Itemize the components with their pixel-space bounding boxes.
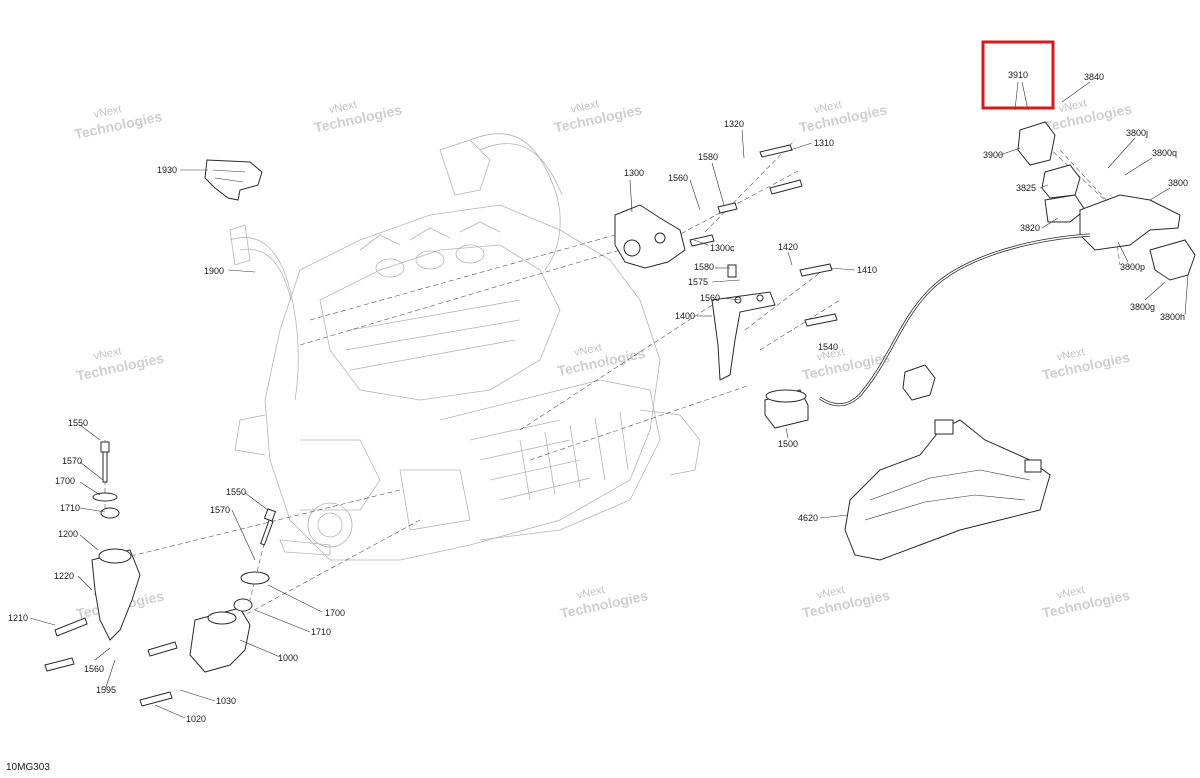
part-1700-washer-left[interactable] — [92, 492, 118, 502]
label-1560-upper[interactable]: 1560 — [668, 173, 688, 183]
watermark-text: Technologies — [1041, 587, 1132, 621]
label-1900[interactable]: 1900 — [204, 266, 224, 276]
part-1700-washer-right[interactable] — [240, 571, 270, 585]
label-1210[interactable]: 1210 — [8, 613, 28, 623]
label-1420[interactable]: 1420 — [778, 242, 798, 252]
label-1710-right[interactable]: 1710 — [311, 627, 331, 637]
watermark-text: Technologies — [1041, 349, 1132, 383]
assembly-lines — [104, 129, 1121, 616]
label-1550-right[interactable]: 1550 — [226, 487, 246, 497]
engine-block-drawing — [229, 133, 701, 561]
label-1300c[interactable]: 1300c — [710, 243, 735, 253]
part-1200-mount-bracket[interactable] — [91, 548, 141, 641]
watermark-text: vNext — [1056, 346, 1086, 364]
watermark-text: vNext — [573, 342, 603, 360]
label-1310[interactable]: 1310 — [814, 138, 834, 148]
part-1500-damper[interactable] — [764, 389, 809, 429]
shifter-assembly-3800[interactable] — [1017, 121, 1196, 281]
watermark-text: vNext — [93, 345, 123, 363]
part-1550-bolt-right[interactable] — [260, 508, 277, 546]
label-3825[interactable]: 3825 — [1016, 183, 1036, 193]
watermark-text: vNext — [328, 99, 358, 117]
label-3800h[interactable]: 3800h — [1160, 312, 1185, 322]
label-1570-right[interactable]: 1570 — [210, 505, 230, 515]
label-1560-lower[interactable]: 1560 — [84, 664, 104, 674]
label-1580-upper[interactable]: 1580 — [698, 152, 718, 162]
label-1020[interactable]: 1020 — [186, 714, 206, 724]
label-1400[interactable]: 1400 — [675, 311, 695, 321]
part-1710-bushing-right[interactable] — [233, 598, 253, 612]
label-1570-left[interactable]: 1570 — [62, 456, 82, 466]
label-3800[interactable]: 3800 — [1168, 178, 1188, 188]
label-1500[interactable]: 1500 — [778, 439, 798, 449]
label-1710-left[interactable]: 1710 — [60, 503, 80, 513]
label-1700-right[interactable]: 1700 — [325, 608, 345, 618]
part-1400-bracket[interactable] — [711, 291, 776, 381]
label-1200[interactable]: 1200 — [58, 529, 78, 539]
highlight-box-3910 — [981, 40, 1055, 110]
watermark-text: Technologies — [801, 349, 892, 383]
watermark-text: Technologies — [801, 587, 892, 621]
part-labels: 3910 3840 3900 3800j 3800q 3825 3800 382… — [8, 70, 1188, 724]
part-4620-harness[interactable] — [844, 419, 1051, 561]
label-1000[interactable]: 1000 — [278, 653, 298, 663]
bolts-misc[interactable] — [44, 144, 838, 707]
label-1410[interactable]: 1410 — [857, 265, 877, 275]
watermark-text: vNext — [1056, 584, 1086, 602]
leader-lines — [29, 81, 1189, 719]
label-3910[interactable]: 3910 — [1008, 70, 1028, 80]
label-1575[interactable]: 1575 — [688, 277, 708, 287]
watermark-text: vNext — [1058, 98, 1088, 116]
label-3840[interactable]: 3840 — [1084, 72, 1104, 82]
part-1000-mount-bracket[interactable] — [189, 607, 251, 673]
watermark-text: vNext — [570, 98, 600, 116]
part-1300-mount[interactable] — [614, 204, 686, 269]
part-1550-bolt-left[interactable] — [100, 441, 110, 483]
watermark-text: vNext — [816, 584, 846, 602]
cable-connector[interactable] — [902, 364, 936, 401]
label-1030[interactable]: 1030 — [216, 696, 236, 706]
label-1595[interactable]: 1595 — [96, 685, 116, 695]
label-4620[interactable]: 4620 — [798, 513, 818, 523]
label-1930[interactable]: 1930 — [157, 165, 177, 175]
label-1580-middle[interactable]: 1580 — [694, 262, 714, 272]
label-1320[interactable]: 1320 — [724, 119, 744, 129]
label-1540[interactable]: 1540 — [818, 342, 838, 352]
label-3800p[interactable]: 3800p — [1120, 262, 1145, 272]
label-3800g[interactable]: 3800g — [1130, 302, 1155, 312]
label-1700-left[interactable]: 1700 — [55, 476, 75, 486]
label-3800q[interactable]: 3800q — [1152, 148, 1177, 158]
watermark-text: vNext — [93, 103, 123, 121]
watermark-text: Technologies — [1043, 100, 1134, 134]
watermark-text: vNext — [576, 584, 606, 602]
label-1220[interactable]: 1220 — [54, 571, 74, 581]
part-1710-bushing-left[interactable] — [100, 507, 120, 519]
label-1300[interactable]: 1300 — [624, 168, 644, 178]
label-3900[interactable]: 3900 — [983, 150, 1003, 160]
label-1560-middle[interactable]: 1560 — [700, 293, 720, 303]
watermark-text: vNext — [813, 99, 843, 117]
label-3800j[interactable]: 3800j — [1126, 128, 1148, 138]
label-1550-left[interactable]: 1550 — [68, 418, 88, 428]
watermark-text: Technologies — [798, 101, 889, 135]
label-3820[interactable]: 3820 — [1020, 223, 1040, 233]
figure-code: 10MG303 — [6, 762, 50, 773]
part-1930-bracket[interactable] — [204, 159, 263, 201]
watermark-text: Technologies — [313, 101, 404, 135]
watermark-text: vNext — [816, 346, 846, 364]
